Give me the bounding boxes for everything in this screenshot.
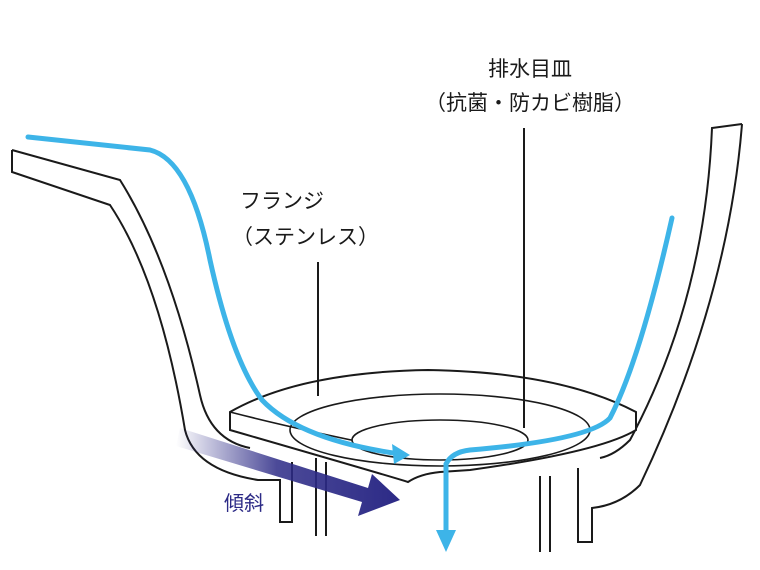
- water-flow-right: [443, 215, 675, 533]
- water-flow-right-arrowhead: [436, 530, 456, 552]
- drain-plate-hole: [351, 419, 529, 461]
- water-flow-left: [25, 134, 403, 457]
- water-flow-left-arrowhead: [392, 444, 410, 464]
- sink-wall-right: [577, 123, 743, 543]
- flange-material-label: （ステンレス）: [232, 225, 379, 249]
- sink-wall-right-inner: [599, 123, 743, 459]
- drain-plate-material-label: （抗菌・防カビ樹脂）: [425, 91, 635, 115]
- slope-arrow: [176, 428, 400, 516]
- flange-label: フランジ: [240, 189, 324, 213]
- sink-wall-left: [11, 150, 293, 523]
- sink-wall-left-inner: [11, 149, 251, 449]
- slope-label: 傾斜: [224, 491, 264, 515]
- drain-plate-label: 排水目皿: [488, 57, 572, 81]
